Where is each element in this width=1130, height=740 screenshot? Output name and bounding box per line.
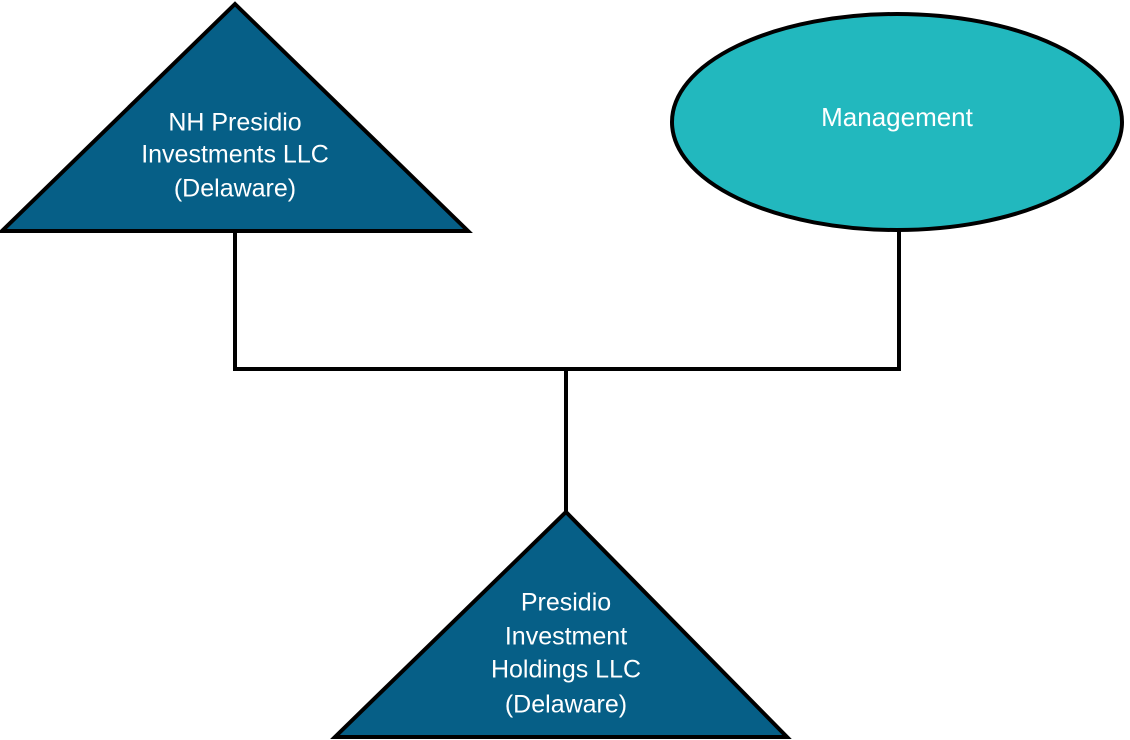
ellipse-shape-management[interactable] [670,12,1124,232]
node-label-management: Management [821,102,974,132]
node-label-nh-presidio-line-1: NH Presidio [168,109,301,137]
node-label-nh-presidio-line-2: Investments LLC [141,141,329,169]
triangle-shape-nh-presidio[interactable] [0,1,473,233]
node-label-presidio-holdings-line-4: (Delaware) [505,691,627,719]
node-nh-presidio-investments[interactable]: NH Presidio Investments LLC (Delaware) [0,1,473,233]
node-label-presidio-holdings-line-1: Presidio [521,589,611,617]
node-label-presidio-holdings-line-3: Holdings LLC [491,656,641,684]
node-label-presidio-holdings-line-2: Investment [505,623,627,651]
triangle-shape-presidio-holdings[interactable] [330,509,792,739]
node-presidio-investment-holdings[interactable]: Presidio Investment Holdings LLC (Delawa… [330,509,792,739]
node-label-nh-presidio-line-3: (Delaware) [174,175,296,203]
node-management[interactable]: Management [670,12,1124,232]
connector-group [233,230,901,512]
